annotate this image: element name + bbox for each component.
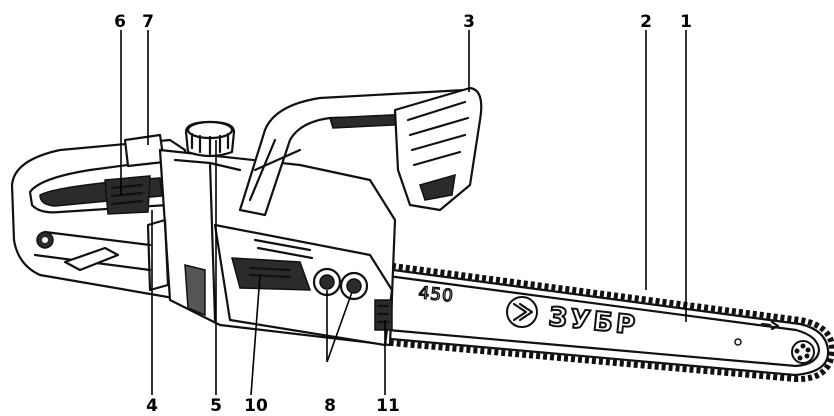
leader-lines: [120, 30, 687, 396]
cable-port: [36, 231, 54, 249]
cover-knob-right: [339, 271, 369, 301]
nose-sprocket-icon: [791, 340, 815, 364]
rear-handle: [10, 138, 187, 302]
trigger-switch: [104, 175, 151, 215]
bar-length-text: 450: [417, 283, 454, 307]
oil-direction-icon: [760, 320, 780, 331]
callout-10: 10: [244, 396, 268, 416]
guide-bar: [376, 266, 830, 377]
lockout-button: [123, 133, 166, 168]
callout-7: 7: [142, 12, 154, 32]
callout-8: 8: [324, 396, 336, 416]
arrow-chevron-logo-icon: [506, 296, 538, 328]
callout-4: 4: [146, 396, 158, 416]
oil-cap: [184, 120, 236, 158]
rear-foot: [63, 246, 120, 272]
hand-guard: [393, 86, 483, 212]
callout-11: 11: [376, 396, 400, 416]
indicator-window: [231, 257, 312, 291]
saw-chain-icon: [377, 261, 834, 383]
callout-5: 5: [210, 396, 222, 416]
callout-1: 1: [680, 12, 692, 32]
callout-6: 6: [114, 12, 126, 32]
bar-hole: [734, 338, 742, 346]
callout-2: 2: [640, 12, 652, 32]
chain-tensioner: [374, 299, 393, 331]
callout-3: 3: [463, 12, 475, 32]
